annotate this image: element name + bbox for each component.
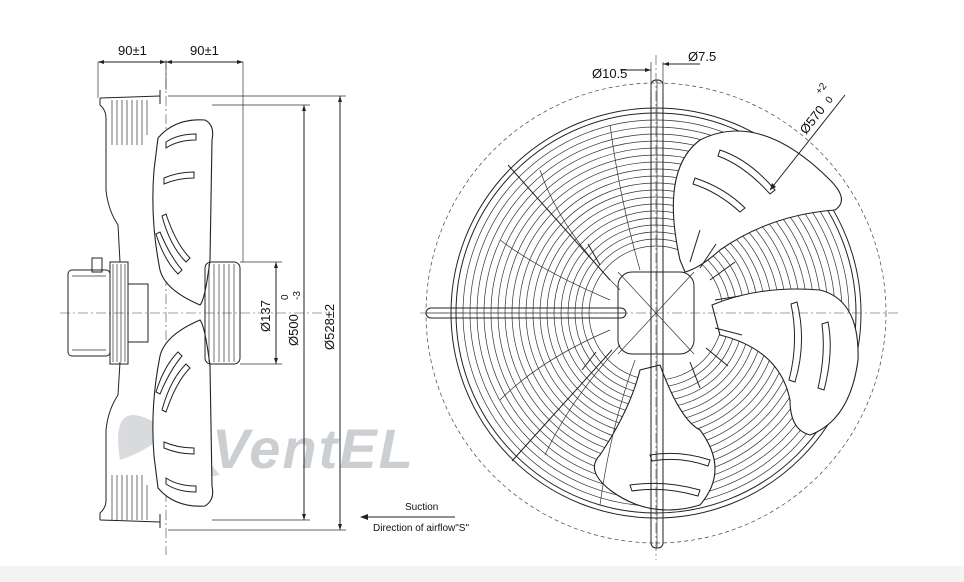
airflow-suction-label: Suction: [405, 502, 438, 513]
dim-inner-tol-top: 0: [280, 294, 291, 300]
blade-front-right: [711, 288, 859, 436]
rotor-hub: [204, 261, 241, 365]
dim-hub-diameter: Ø137: [258, 300, 273, 332]
dim-inner-tol-bottom: -3: [292, 291, 303, 300]
blade-side-bottom: [152, 319, 214, 507]
dim-outer-diameter: Ø528±2: [322, 304, 337, 350]
dim-mount-slot: Ø7.5: [688, 49, 716, 64]
cable-gland: [91, 257, 103, 273]
front-view: Ø10.5 Ø7.5 Ø570 +2 0: [420, 49, 900, 560]
airflow-arrow-icon: [360, 514, 368, 520]
blade-slots: [629, 149, 831, 497]
dim-inner-diameter: Ø500: [286, 314, 301, 346]
footer-strip: [0, 566, 964, 582]
hub-cooling-fins: [581, 229, 743, 389]
side-view: 90±1 90±1 Ø137 Ø500 0 -3 Ø528±2: [60, 43, 346, 555]
dim-guard-tol-bottom: 0: [824, 94, 836, 106]
dim-guard-tol-top: +2: [814, 81, 830, 97]
dim-guard-diameter: Ø570: [797, 103, 828, 137]
watermark-text: VentEL: [212, 417, 415, 480]
airflow-direction: Suction Direction of airflow"S": [360, 502, 469, 534]
blade-front-upper: [672, 130, 842, 273]
airflow-direction-label: Direction of airflow"S": [373, 523, 469, 534]
dim-width-left: 90±1: [118, 43, 147, 58]
dim-width-right: 90±1: [190, 43, 219, 58]
blade-side-top: [152, 119, 214, 306]
dim-mount-hole: Ø10.5: [592, 66, 627, 81]
